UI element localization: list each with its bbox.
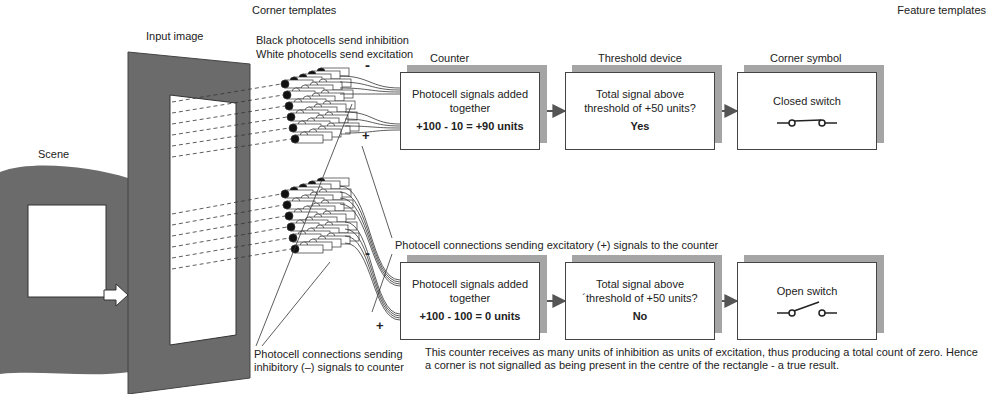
symbol-box: Closed switch xyxy=(737,72,877,150)
light-ray xyxy=(172,227,287,247)
sign-label: + xyxy=(376,318,388,334)
signal-arrow xyxy=(540,300,565,302)
caption-label: Input image xyxy=(146,30,236,43)
input-image-panel xyxy=(128,52,250,394)
input-image-window xyxy=(170,95,236,345)
note-text: This counter receives as many units of i… xyxy=(425,346,985,372)
photocell xyxy=(291,245,299,253)
box-text: Photocell signals added together xyxy=(409,278,531,306)
light-ray xyxy=(172,128,289,146)
signal-arrow xyxy=(715,110,737,112)
leader-line xyxy=(372,254,392,312)
box-result: No xyxy=(633,310,648,324)
scene-rectangle xyxy=(28,205,106,297)
sign-label: - xyxy=(365,244,377,262)
caption-label: Corner symbol xyxy=(770,52,870,65)
counter-box: Photocell signals added together +100 - 1… xyxy=(400,72,540,150)
photocell-wire xyxy=(345,126,400,128)
leader-lines xyxy=(256,104,392,346)
light-ray xyxy=(172,205,283,225)
light-ray xyxy=(172,216,285,236)
photocell xyxy=(283,201,291,209)
sign-label: + xyxy=(362,128,374,144)
caption-label: Scene xyxy=(38,148,98,161)
photocell-wire xyxy=(340,82,400,90)
signal-arrow xyxy=(540,110,565,112)
photocell-wire xyxy=(345,130,400,133)
box-text: Total signal above ´threshold of +50 uni… xyxy=(574,278,706,306)
caption-label: Corner templates xyxy=(252,4,392,17)
switch-symbol xyxy=(775,301,839,319)
photocell-wire xyxy=(340,88,400,92)
caption-label: Feature templates xyxy=(880,4,986,17)
light-ray xyxy=(172,238,289,258)
photocell xyxy=(281,80,289,88)
photocell xyxy=(285,102,293,110)
photocell xyxy=(287,113,295,121)
caption-label: Photocell connections sending excitatory… xyxy=(395,239,815,252)
box-result: +100 - 10 = +90 units xyxy=(416,120,523,134)
caption-label: Threshold device xyxy=(598,52,708,65)
symbol-box: Open switch xyxy=(737,262,877,340)
light-ray xyxy=(172,117,287,135)
photocell xyxy=(283,91,291,99)
box-text: Closed switch xyxy=(773,95,841,109)
photocell-wire xyxy=(345,243,400,320)
photocell-wire xyxy=(345,119,400,126)
counter-box: Photocell signals added together +100 - 1… xyxy=(400,262,540,340)
light-ray xyxy=(172,84,281,102)
photocell-wire xyxy=(345,229,400,316)
threshold-box: Total signal above ´threshold of +50 uni… xyxy=(565,262,715,340)
leader-line xyxy=(262,262,330,346)
box-text: Open switch xyxy=(777,285,838,299)
photocell-wire xyxy=(340,198,400,284)
scene-blob xyxy=(0,165,130,374)
box-result: +100 - 100 = 0 units xyxy=(420,310,521,324)
transfer-arrow xyxy=(104,284,128,306)
photocell xyxy=(289,124,297,132)
photocell xyxy=(287,223,295,231)
caption-label: White photocells send excitation xyxy=(256,48,456,61)
sign-label: - xyxy=(365,56,377,74)
light-ray xyxy=(172,194,281,214)
leader-line xyxy=(256,104,352,346)
photocell xyxy=(285,212,293,220)
caption-label: Photocell connections sending inhibitory… xyxy=(254,348,419,374)
photocell xyxy=(289,234,297,242)
photocell-wire xyxy=(345,236,400,318)
box-text: Total signal above threshold of +50 unit… xyxy=(574,88,706,116)
photocell-wire xyxy=(340,94,400,95)
photocell-wire xyxy=(345,222,400,314)
photocell-wires xyxy=(172,76,400,320)
light-ray xyxy=(172,139,291,157)
caption-label: Counter xyxy=(430,52,510,65)
switch-symbol xyxy=(775,111,839,129)
caption-label: Black photocells send inhibition xyxy=(256,34,456,47)
light-ray xyxy=(172,95,283,113)
photocell xyxy=(291,135,299,143)
leader-line xyxy=(362,146,392,238)
light-ray xyxy=(172,249,291,269)
light-ray xyxy=(172,106,285,124)
signal-arrow xyxy=(715,300,737,302)
threshold-box: Total signal above threshold of +50 unit… xyxy=(565,72,715,150)
photocell xyxy=(281,190,289,198)
box-result: Yes xyxy=(631,120,650,134)
corner-templates xyxy=(281,68,359,253)
box-text: Photocell signals added together xyxy=(409,88,531,116)
